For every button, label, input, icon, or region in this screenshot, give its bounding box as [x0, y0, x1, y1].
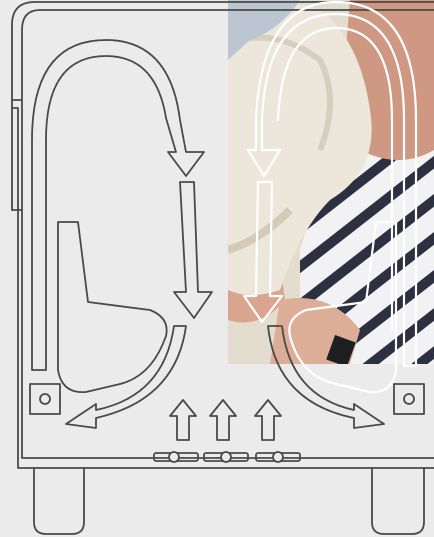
seat-shape: [58, 222, 167, 392]
vent-up-arrow-icon: [170, 400, 196, 440]
right-leg: [372, 468, 424, 534]
left-leg: [34, 468, 84, 534]
left-bottom-sweep-arrow-icon: [66, 326, 186, 428]
control-slider-icon: [256, 452, 300, 462]
control-slider-icon: [204, 452, 248, 462]
vent-up-arrow-icon: [210, 400, 236, 440]
left-corner-block-icon: [30, 384, 60, 414]
left-down-arrow-icon: [174, 182, 212, 318]
control-slider-icon: [154, 452, 198, 462]
vent-up-arrow-icon: [255, 400, 281, 440]
right-corner-block-icon: [394, 384, 424, 414]
